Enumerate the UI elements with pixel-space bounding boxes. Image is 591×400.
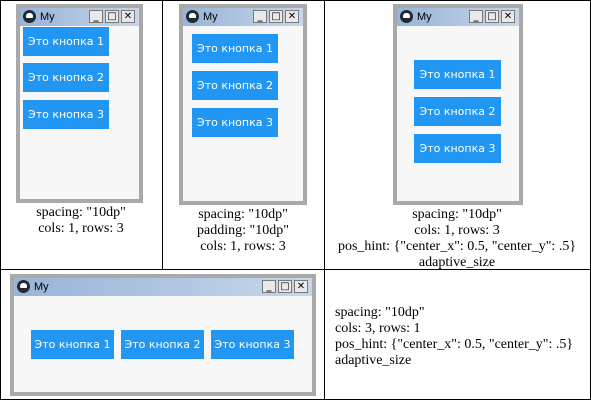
title-bar: My _ □ ✕ [14, 278, 312, 296]
maximize-button[interactable]: □ [485, 10, 499, 23]
caption-3: spacing: "10dp" cols: 1, rows: 3 pos_hin… [324, 207, 590, 271]
grid-line-left [0, 0, 1, 400]
app-logo-icon [400, 10, 413, 23]
app-window-2: My _ □ ✕ Это кнопка 1 Это кнопка 2 Это к… [179, 4, 307, 205]
caption-line: spacing: "10dp" [198, 207, 288, 222]
grid-line-col2 [324, 0, 325, 400]
minimize-button[interactable]: _ [89, 10, 103, 23]
caption-line: spacing: "10dp" [335, 305, 425, 320]
caption-line: adaptive_size [418, 255, 496, 270]
caption-line: spacing: "10dp" [36, 205, 126, 220]
maximize-button[interactable]: □ [105, 10, 119, 23]
caption-line: spacing: "10dp" [412, 207, 502, 222]
app-logo-icon [17, 280, 30, 293]
button-3[interactable]: Это кнопка 3 [414, 134, 501, 163]
button-3[interactable]: Это кнопка 3 [211, 330, 294, 359]
window-client-area: Это кнопка 1 Это кнопка 2 Это кнопка 3 [14, 296, 312, 392]
window-title: My [417, 11, 432, 23]
title-bar: My _ □ ✕ [20, 8, 139, 26]
button-2[interactable]: Это кнопка 2 [192, 71, 278, 100]
maximize-button[interactable]: □ [278, 280, 292, 293]
app-window-1: My _ □ ✕ Это кнопка 1 Это кнопка 2 Это к… [16, 4, 143, 203]
window-title: My [40, 11, 55, 23]
button-3[interactable]: Это кнопка 3 [23, 100, 109, 129]
button-2[interactable]: Это кнопка 2 [414, 97, 501, 126]
grid-line-col1 [162, 0, 163, 270]
minimize-button[interactable]: _ [253, 10, 267, 23]
button-3[interactable]: Это кнопка 3 [192, 108, 278, 137]
minimize-button[interactable]: _ [262, 280, 276, 293]
button-1[interactable]: Это кнопка 1 [31, 330, 114, 359]
caption-line: cols: 1, rows: 3 [200, 239, 286, 254]
close-button[interactable]: ✕ [501, 10, 515, 23]
app-window-4: My _ □ ✕ Это кнопка 1 Это кнопка 2 Это к… [10, 274, 316, 396]
caption-4: spacing: "10dp" cols: 3, rows: 1 pos_hin… [335, 305, 585, 369]
caption-line: pos_hint: {"center_x": 0.5, "center_y": … [337, 239, 577, 254]
title-bar: My _ □ ✕ [183, 8, 303, 26]
window-title: My [203, 11, 218, 23]
caption-2: spacing: "10dp" padding: "10dp" cols: 1,… [162, 207, 324, 255]
close-button[interactable]: ✕ [294, 280, 308, 293]
window-title: My [34, 281, 49, 293]
close-button[interactable]: ✕ [121, 10, 135, 23]
app-window-3: My _ □ ✕ Это кнопка 1 Это кнопка 2 Это к… [393, 4, 523, 205]
grid-line-top [0, 0, 591, 1]
minimize-button[interactable]: _ [469, 10, 483, 23]
window-client-area: Это кнопка 1 Это кнопка 2 Это кнопка 3 [20, 26, 139, 199]
button-1[interactable]: Это кнопка 1 [192, 34, 278, 63]
caption-line: cols: 1, rows: 3 [38, 221, 124, 236]
button-2[interactable]: Это кнопка 2 [23, 63, 109, 92]
app-logo-icon [23, 10, 36, 23]
button-2[interactable]: Это кнопка 2 [121, 330, 204, 359]
close-button[interactable]: ✕ [285, 10, 299, 23]
button-1[interactable]: Это кнопка 1 [414, 60, 501, 89]
window-client-area: Это кнопка 1 Это кнопка 2 Это кнопка 3 [397, 26, 519, 201]
caption-line: cols: 1, rows: 3 [414, 223, 500, 238]
caption-1: spacing: "10dp" cols: 1, rows: 3 [0, 205, 162, 237]
title-bar: My _ □ ✕ [397, 8, 519, 26]
app-logo-icon [186, 10, 199, 23]
button-1[interactable]: Это кнопка 1 [23, 27, 109, 56]
caption-line: padding: "10dp" [197, 223, 289, 238]
window-client-area: Это кнопка 1 Это кнопка 2 Это кнопка 3 [183, 26, 303, 201]
grid-line-middle [0, 269, 591, 270]
caption-line: pos_hint: {"center_x": 0.5, "center_y": … [335, 337, 574, 352]
caption-line: adaptive_size [335, 353, 412, 368]
caption-line: cols: 3, rows: 1 [335, 321, 421, 336]
maximize-button[interactable]: □ [269, 10, 283, 23]
